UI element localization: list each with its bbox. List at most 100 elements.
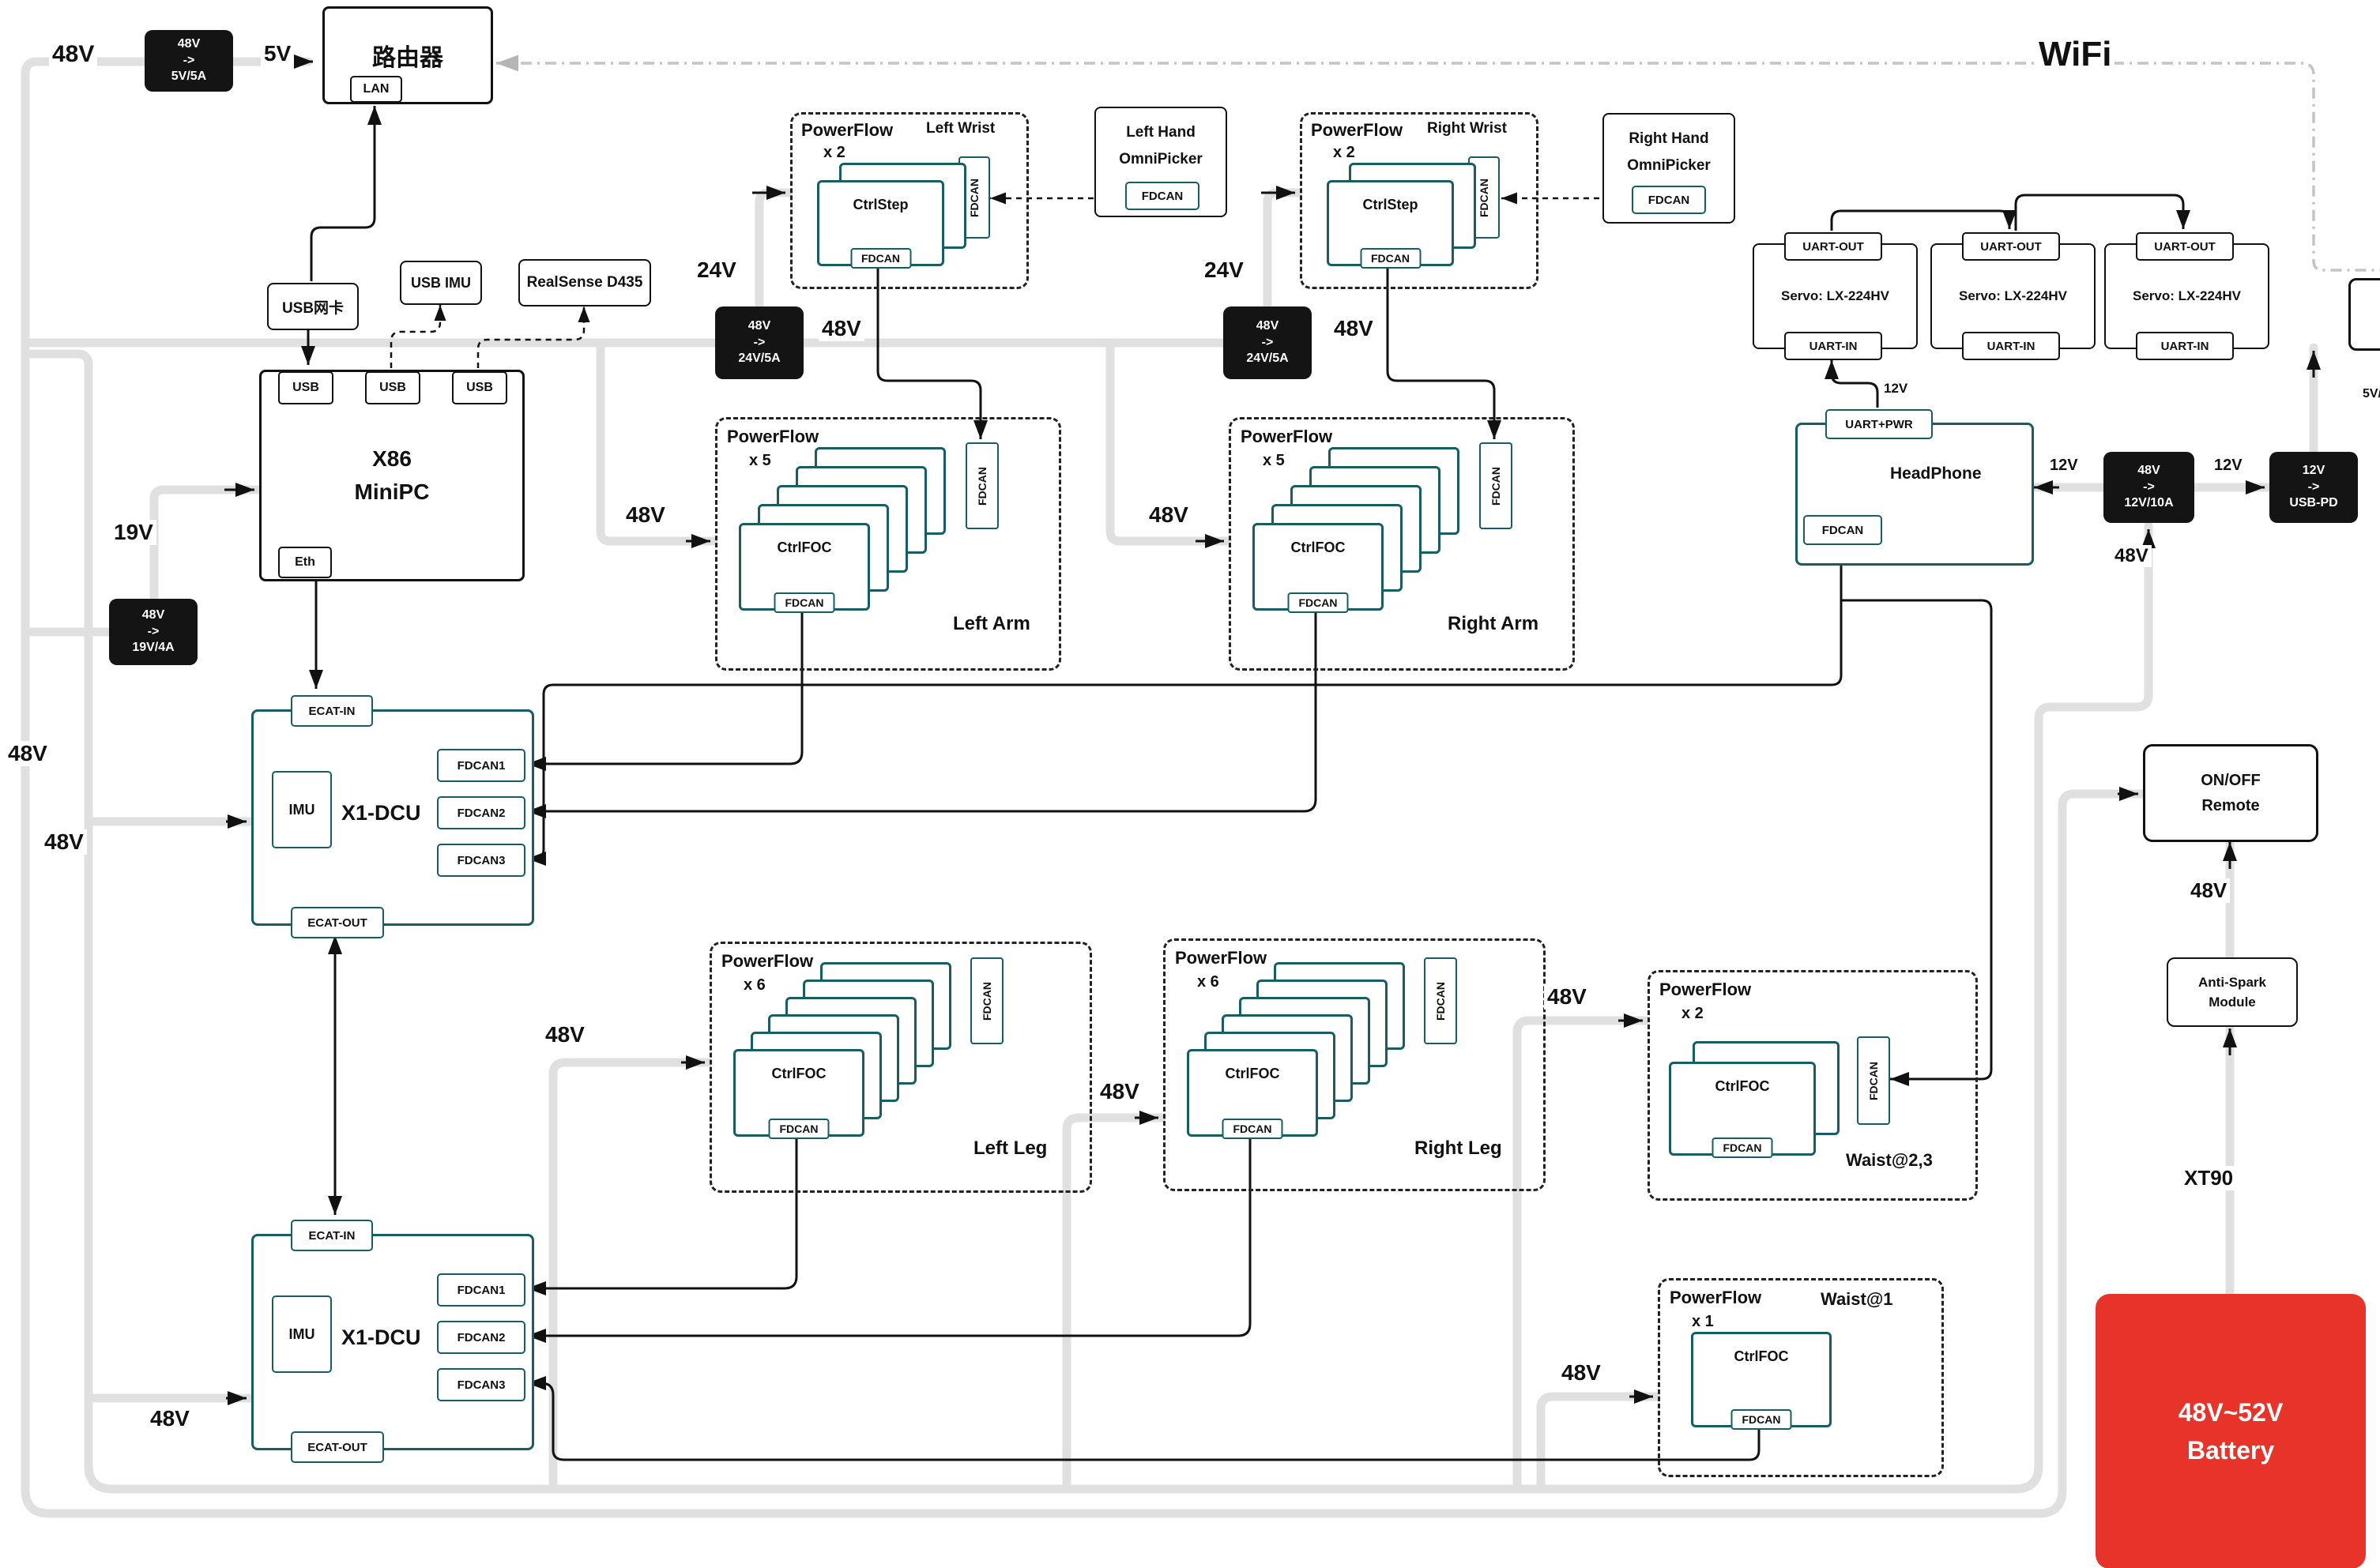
servo1-uart-in-port: UART-IN [1784,332,1882,360]
motor-card-front: CtrlFOC FDCAN [733,1049,864,1139]
converter-48v-24v-right: 48V->24V/5A [1223,306,1312,379]
group-position: Right Leg [1414,1137,1502,1159]
dcu1-fdcan1-port: FDCAN1 [437,749,525,782]
fdcan-chip: FDCAN [1287,592,1349,613]
wire-19v-to-minipc [149,485,262,604]
router-box: 路由器 [322,6,493,104]
powerflow-left-leg-group [710,942,1092,1193]
dcu2-fdcan2-port: FDCAN2 [437,1321,525,1354]
ctrlfoc-label: CtrlFOC [777,540,832,555]
group-count: x 5 [749,452,771,469]
fdcan-chip: FDCAN [1730,1409,1792,1430]
ctrlfoc-label: CtrlFOC [1734,1348,1789,1364]
ctrlfoc-label: CtrlFOC [1715,1078,1770,1094]
ctrlfoc-label: CtrlFOC [1290,540,1346,555]
headphone-uart-pwr-port: UART+PWR [1825,409,1933,439]
label-12v-servo: 12V [1881,381,1911,397]
wire-48v-inner-loop [21,349,2153,1494]
group-title: PowerFlow [1659,980,1752,999]
converter-12v-usbpd: 12V->USB-PD [2269,452,2358,523]
fdcan-chip: FDCAN [1360,248,1421,269]
dcu1-ecat-in-port: ECAT-IN [291,695,373,727]
label-19v: 19V [111,520,156,545]
powerflow-right-arm-group [1229,417,1575,671]
usb-port-2: USB [365,371,420,404]
servo2-uart-in-port: UART-IN [1962,332,2060,360]
servo3-uart-out-port: UART-OUT [2136,232,2234,261]
sig-headphone-to-servo1 [1825,360,1879,408]
dcu2-imu-module: IMU [272,1295,332,1373]
dcu1-imu-module: IMU [272,771,332,848]
sig-servo2-to-servo3 [2014,194,2190,231]
phone-box: Phone [2348,278,2380,351]
group-count: x 2 [1333,144,1355,161]
group-title: PowerFlow [1175,948,1267,968]
label-48v-edge: 48V [5,741,51,766]
sig-servo1-to-servo2 [1830,209,2017,231]
powerflow-right-leg-group [1163,938,1546,1191]
converter-48v-19v: 48V->19V/4A [109,599,198,665]
dcu2-ecat-out-port: ECAT-OUT [291,1431,384,1463]
motor-card-front: CtrlFOC FDCAN [739,523,870,613]
group-position: Right Arm [1448,613,1539,634]
wire-48v-to-waist23 [1512,1016,1651,1494]
realsense-box: RealSense D435 [518,259,651,306]
label-5v: 5V [261,41,295,66]
converter-48v-24v-left: 48V->24V/5A [715,306,804,379]
dcu2-ecat-in-port: ECAT-IN [291,1220,373,1251]
fdcan-vertical-tab: FDCAN [1857,1036,1890,1125]
group-position: Left Arm [953,613,1030,634]
powerflow-waist1-group [1658,1278,1944,1477]
label-12v-left: 12V [2047,457,2081,475]
fdcan-chip: FDCAN [850,248,911,269]
fdcan-vertical-tab: FDCAN [966,442,999,529]
router-lan-port: LAN [350,76,402,103]
group-position: Waist@2,3 [1846,1150,1933,1170]
label-24v-right: 24V [1201,258,1247,283]
wire-48v-outer-loop [21,57,2148,1518]
fdcan-chip: FDCAN [768,1119,830,1139]
dcu2-fdcan1-port: FDCAN1 [437,1273,525,1307]
fdcan-chip: FDCAN [774,592,835,613]
converter-48v-5v: 48V->5V/5A [145,30,233,92]
ctrlfoc-label: CtrlFOC [1225,1066,1280,1081]
sig-usbimu-to-usb2 [390,305,446,368]
sig-rightleg-to-fdcan2 [527,1137,1252,1343]
label-48v-waist1: 48V [1558,1360,1604,1386]
motor-card-front: CtrlFOC FDCAN [1252,523,1384,613]
servo1-uart-out-port: UART-OUT [1784,232,1882,261]
group-count: x 2 [1681,1005,1704,1022]
sig-leftarm-to-fdcan1 [527,611,804,771]
group-count: x 5 [1263,452,1285,469]
label-48v-arm-left: 48V [623,502,668,528]
group-position: Waist@1 [1821,1289,1893,1309]
wire-24v-to-rightwrist [1263,188,1303,311]
group-count: x 6 [1197,973,1219,991]
ctrlstep-label: CtrlStep [1362,197,1418,212]
fdcan-vertical-tab: FDCAN [970,957,1004,1044]
sig-leftwrist-to-leftarm [876,267,988,439]
usb-nic-box: USB网卡 [267,283,359,330]
motor-card-front: CtrlStep FDCAN [817,180,944,269]
dcu1-title: X1-DCU [341,801,421,825]
sig-rightarm-to-fdcan2 [527,611,1317,818]
sig-headphone-to-fdcan3 [527,543,1843,866]
label-48v-leg-right: 48V [1097,1079,1143,1104]
fdcan-chip: FDCAN [1712,1137,1773,1158]
motor-card-front: CtrlStep FDCAN [1327,180,1454,269]
sig-waist1-to-fdcan3 [527,1376,1761,1461]
ctrlstep-label: CtrlStep [853,197,909,212]
headphone-fdcan-port: FDCAN [1803,515,1882,545]
dcu2-fdcan3-port: FDCAN3 [437,1368,525,1401]
wire-48v-to-rightarm [1105,338,1232,546]
group-position: Left Leg [973,1137,1048,1159]
powerflow-waist23-group [1648,970,1978,1201]
group-count: x 1 [1692,1313,1714,1330]
left-hand-fdcan-port: FDCAN [1125,182,1199,210]
ctrlfoc-label: CtrlFOC [771,1066,827,1081]
label-48v-topleft: 48V [49,41,98,68]
wire-48v-to-rightleg [1062,1113,1166,1494]
